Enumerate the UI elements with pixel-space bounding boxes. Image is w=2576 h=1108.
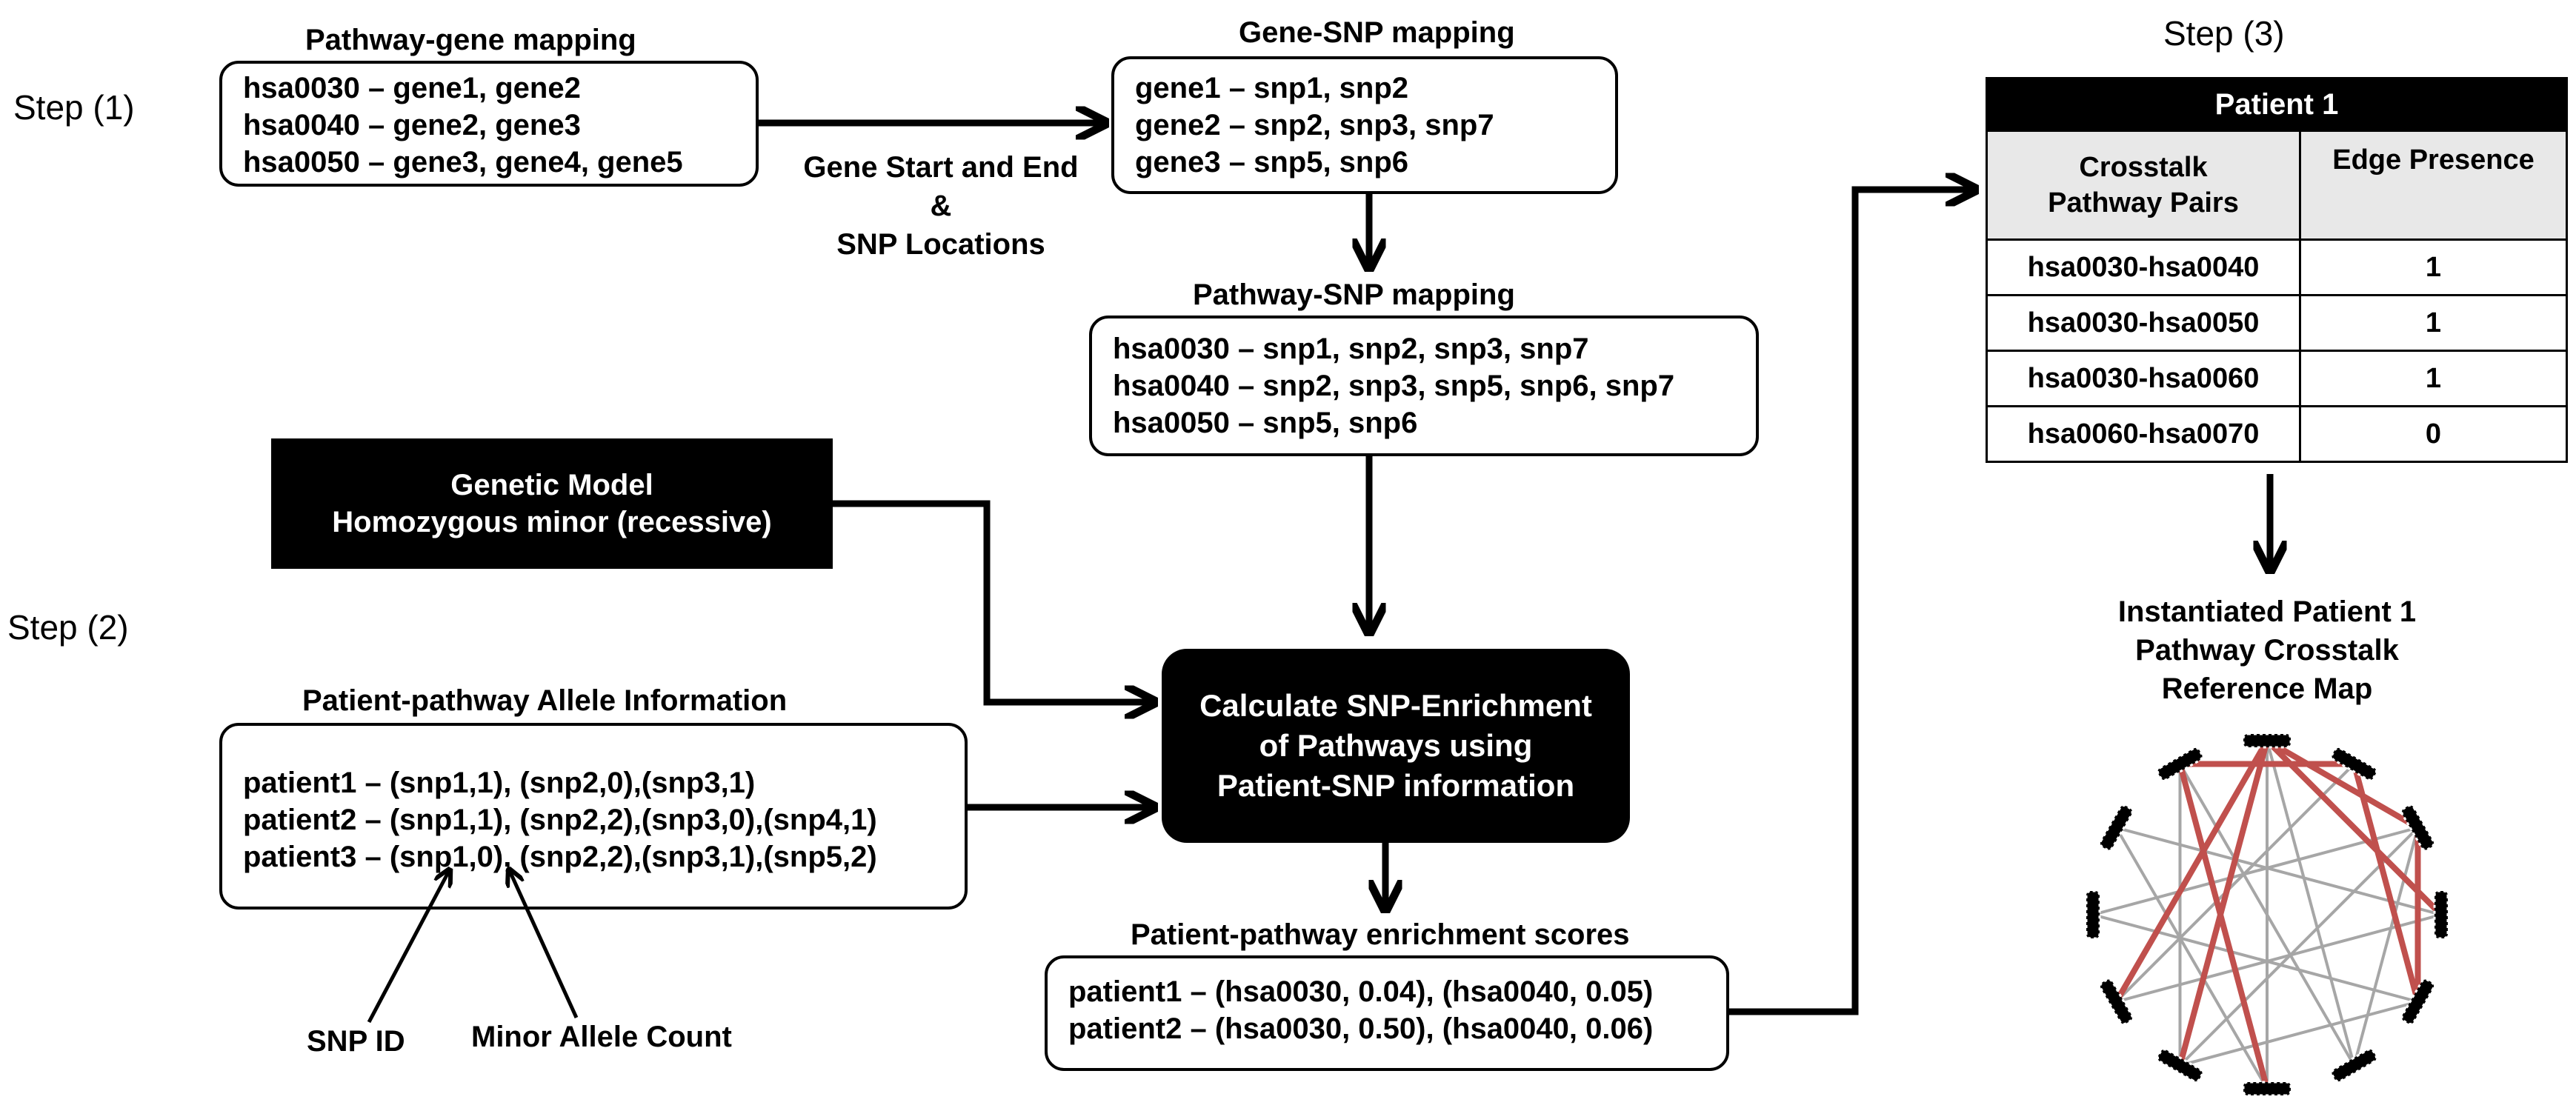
calculate-line: of Pathways using xyxy=(1259,728,1533,763)
network-node xyxy=(2085,890,2101,940)
network-edge-grey xyxy=(2092,826,2419,916)
network-edge-red xyxy=(2177,763,2270,1090)
network-node xyxy=(2156,1048,2204,1083)
network-edge-grey xyxy=(2266,740,2356,1067)
table-cell-pair: hsa0030-hsa0040 xyxy=(1986,238,2301,296)
genetic-model-line: Homozygous minor (recessive) xyxy=(332,506,772,538)
pathway-snp-line: hsa0040 – snp2, snp3, snp5, snp6, snp7 xyxy=(1113,370,1675,402)
enrichment-line: patient2 – (hsa0030, 0.50), (hsa0040, 0.… xyxy=(1068,1012,1654,1045)
network-edge-grey xyxy=(2115,826,2442,916)
genetic-model-box: Genetic Model Homozygous minor (recessiv… xyxy=(271,438,833,569)
network-edge-grey xyxy=(2115,913,2442,1004)
patient-table: Patient 1 Crosstalk Pathway Pairs Edge P… xyxy=(1986,77,2568,463)
step1-label: Step (1) xyxy=(13,88,135,127)
network-edge-red xyxy=(2351,763,2421,1003)
reference-map-title-line: Instantiated Patient 1 xyxy=(2117,595,2417,628)
pathway-gene-line: hsa0040 – gene2, gene3 xyxy=(243,109,581,141)
allele-info-line: patient2 – (snp1,1), (snp2,2),(snp3,0),(… xyxy=(243,804,877,836)
table-cell-edge: 1 xyxy=(2299,350,2568,407)
enrichment-title: Patient-pathway enrichment scores xyxy=(1131,918,1630,951)
network-edge-red xyxy=(2265,738,2420,830)
enrichment-box: patient1 – (hsa0030, 0.04), (hsa0040, 0.… xyxy=(1045,955,1729,1071)
gene-snp-line: gene2 – snp2, snp3, snp7 xyxy=(1135,109,1494,141)
allele-info-line: patient3 – (snp1,0), (snp2,2),(snp3,1),(… xyxy=(243,841,877,873)
snp-id-label: SNP ID xyxy=(307,1025,405,1058)
arrow-label-line: SNP Locations xyxy=(836,228,1045,261)
network-node xyxy=(2099,978,2134,1026)
arrow-minor-allele xyxy=(510,871,579,1019)
pathway-gene-line: hsa0050 – gene3, gene4, gene5 xyxy=(243,146,683,178)
arrow-model-to-calc xyxy=(833,500,1151,702)
network-node xyxy=(2156,747,2204,781)
minor-allele-label: Minor Allele Count xyxy=(471,1021,732,1053)
arrow-label: Gene Start and End & SNP Locations xyxy=(771,148,1111,264)
pathway-gene-line: hsa0030 – gene1, gene2 xyxy=(243,72,581,104)
pathway-snp-line: hsa0030 – snp1, snp2, snp3, snp7 xyxy=(1113,333,1589,365)
table-cell-edge: 1 xyxy=(2299,238,2568,296)
network-edge-red xyxy=(2265,738,2443,917)
arrow-enrich-to-table xyxy=(1729,190,1972,1015)
allele-info-box: patient1 – (snp1,1), (snp2,0),(snp3,1) p… xyxy=(219,723,968,910)
network-edge-grey xyxy=(2179,1000,2419,1067)
genetic-model-line: Genetic Model xyxy=(450,469,653,501)
col-header-line: Crosstalk xyxy=(2079,152,2208,183)
network-node xyxy=(2330,747,2378,781)
arrow-snp-id xyxy=(367,871,449,1024)
network-edge-grey xyxy=(2115,763,2355,1003)
pathway-gene-title: Pathway-gene mapping xyxy=(305,24,636,56)
network-node xyxy=(2242,732,2292,749)
network-edge-grey xyxy=(2092,913,2419,1004)
allele-info-line: patient1 – (snp1,1), (snp2,0),(snp3,1) xyxy=(243,767,756,799)
table-cell-edge: 0 xyxy=(2299,405,2568,463)
calculate-line: Patient-SNP information xyxy=(1217,768,1575,803)
gene-snp-line: gene3 – snp5, snp6 xyxy=(1135,146,1409,178)
pathway-snp-line: hsa0050 – snp5, snp6 xyxy=(1113,407,1418,439)
allele-info-title: Patient-pathway Allele Information xyxy=(302,684,788,717)
network-edge-grey xyxy=(2178,763,2356,1067)
network-edge-grey xyxy=(2114,827,2269,1089)
pathway-snp-box: hsa0030 – snp1, snp2, snp3, snp7 hsa0040… xyxy=(1089,316,1759,456)
network-node xyxy=(2400,804,2435,852)
step2-label: Step (2) xyxy=(7,608,129,647)
network-edge-red xyxy=(2114,739,2270,1004)
enrichment-line: patient1 – (hsa0030, 0.04), (hsa0040, 0.… xyxy=(1068,975,1654,1008)
calculate-line: Calculate SNP-Enrichment xyxy=(1199,688,1592,723)
arrow-label-line: & xyxy=(930,190,952,222)
table-cell-edge: 1 xyxy=(2299,294,2568,352)
col-header-pairs: Crosstalk Pathway Pairs xyxy=(1986,130,2301,241)
network-node xyxy=(2433,890,2449,940)
network-edge-red xyxy=(2177,739,2270,1067)
network-edge-grey xyxy=(2352,827,2420,1067)
col-header-edge: Edge Presence xyxy=(2299,130,2568,241)
gene-snp-line: gene1 – snp1, snp2 xyxy=(1135,72,1409,104)
pathway-gene-box: hsa0030 – gene1, gene2 hsa0040 – gene2, … xyxy=(219,61,759,187)
arrow-label-line: Gene Start and End xyxy=(803,151,1079,184)
reference-map-title-line: Pathway Crosstalk xyxy=(2135,634,2399,667)
network-node xyxy=(2242,1081,2292,1097)
gene-snp-box: gene1 – snp1, snp2 gene2 – snp2, snp3, s… xyxy=(1111,56,1618,194)
step3-label: Step (3) xyxy=(2163,14,2285,53)
crosstalk-network xyxy=(2085,732,2449,1097)
table-cell-pair: hsa0030-hsa0060 xyxy=(1986,350,2301,407)
patient-table-title: Patient 1 xyxy=(1986,77,2568,132)
network-edge-grey xyxy=(2179,827,2419,1067)
network-node xyxy=(2330,1048,2378,1083)
network-node xyxy=(2400,978,2435,1026)
calculate-box: Calculate SNP-Enrichment of Pathways usi… xyxy=(1162,649,1630,843)
pathway-snp-title: Pathway-SNP mapping xyxy=(1193,278,1515,311)
network-node xyxy=(2099,804,2134,852)
reference-map-title-line: Reference Map xyxy=(2161,673,2373,705)
reference-map-title: Instantiated Patient 1 Pathway Crosstalk… xyxy=(2060,593,2475,708)
col-header-line: Pathway Pairs xyxy=(2048,187,2239,218)
table-cell-pair: hsa0060-hsa0070 xyxy=(1986,405,2301,463)
table-cell-pair: hsa0030-hsa0050 xyxy=(1986,294,2301,352)
gene-snp-title: Gene-SNP mapping xyxy=(1239,16,1515,49)
